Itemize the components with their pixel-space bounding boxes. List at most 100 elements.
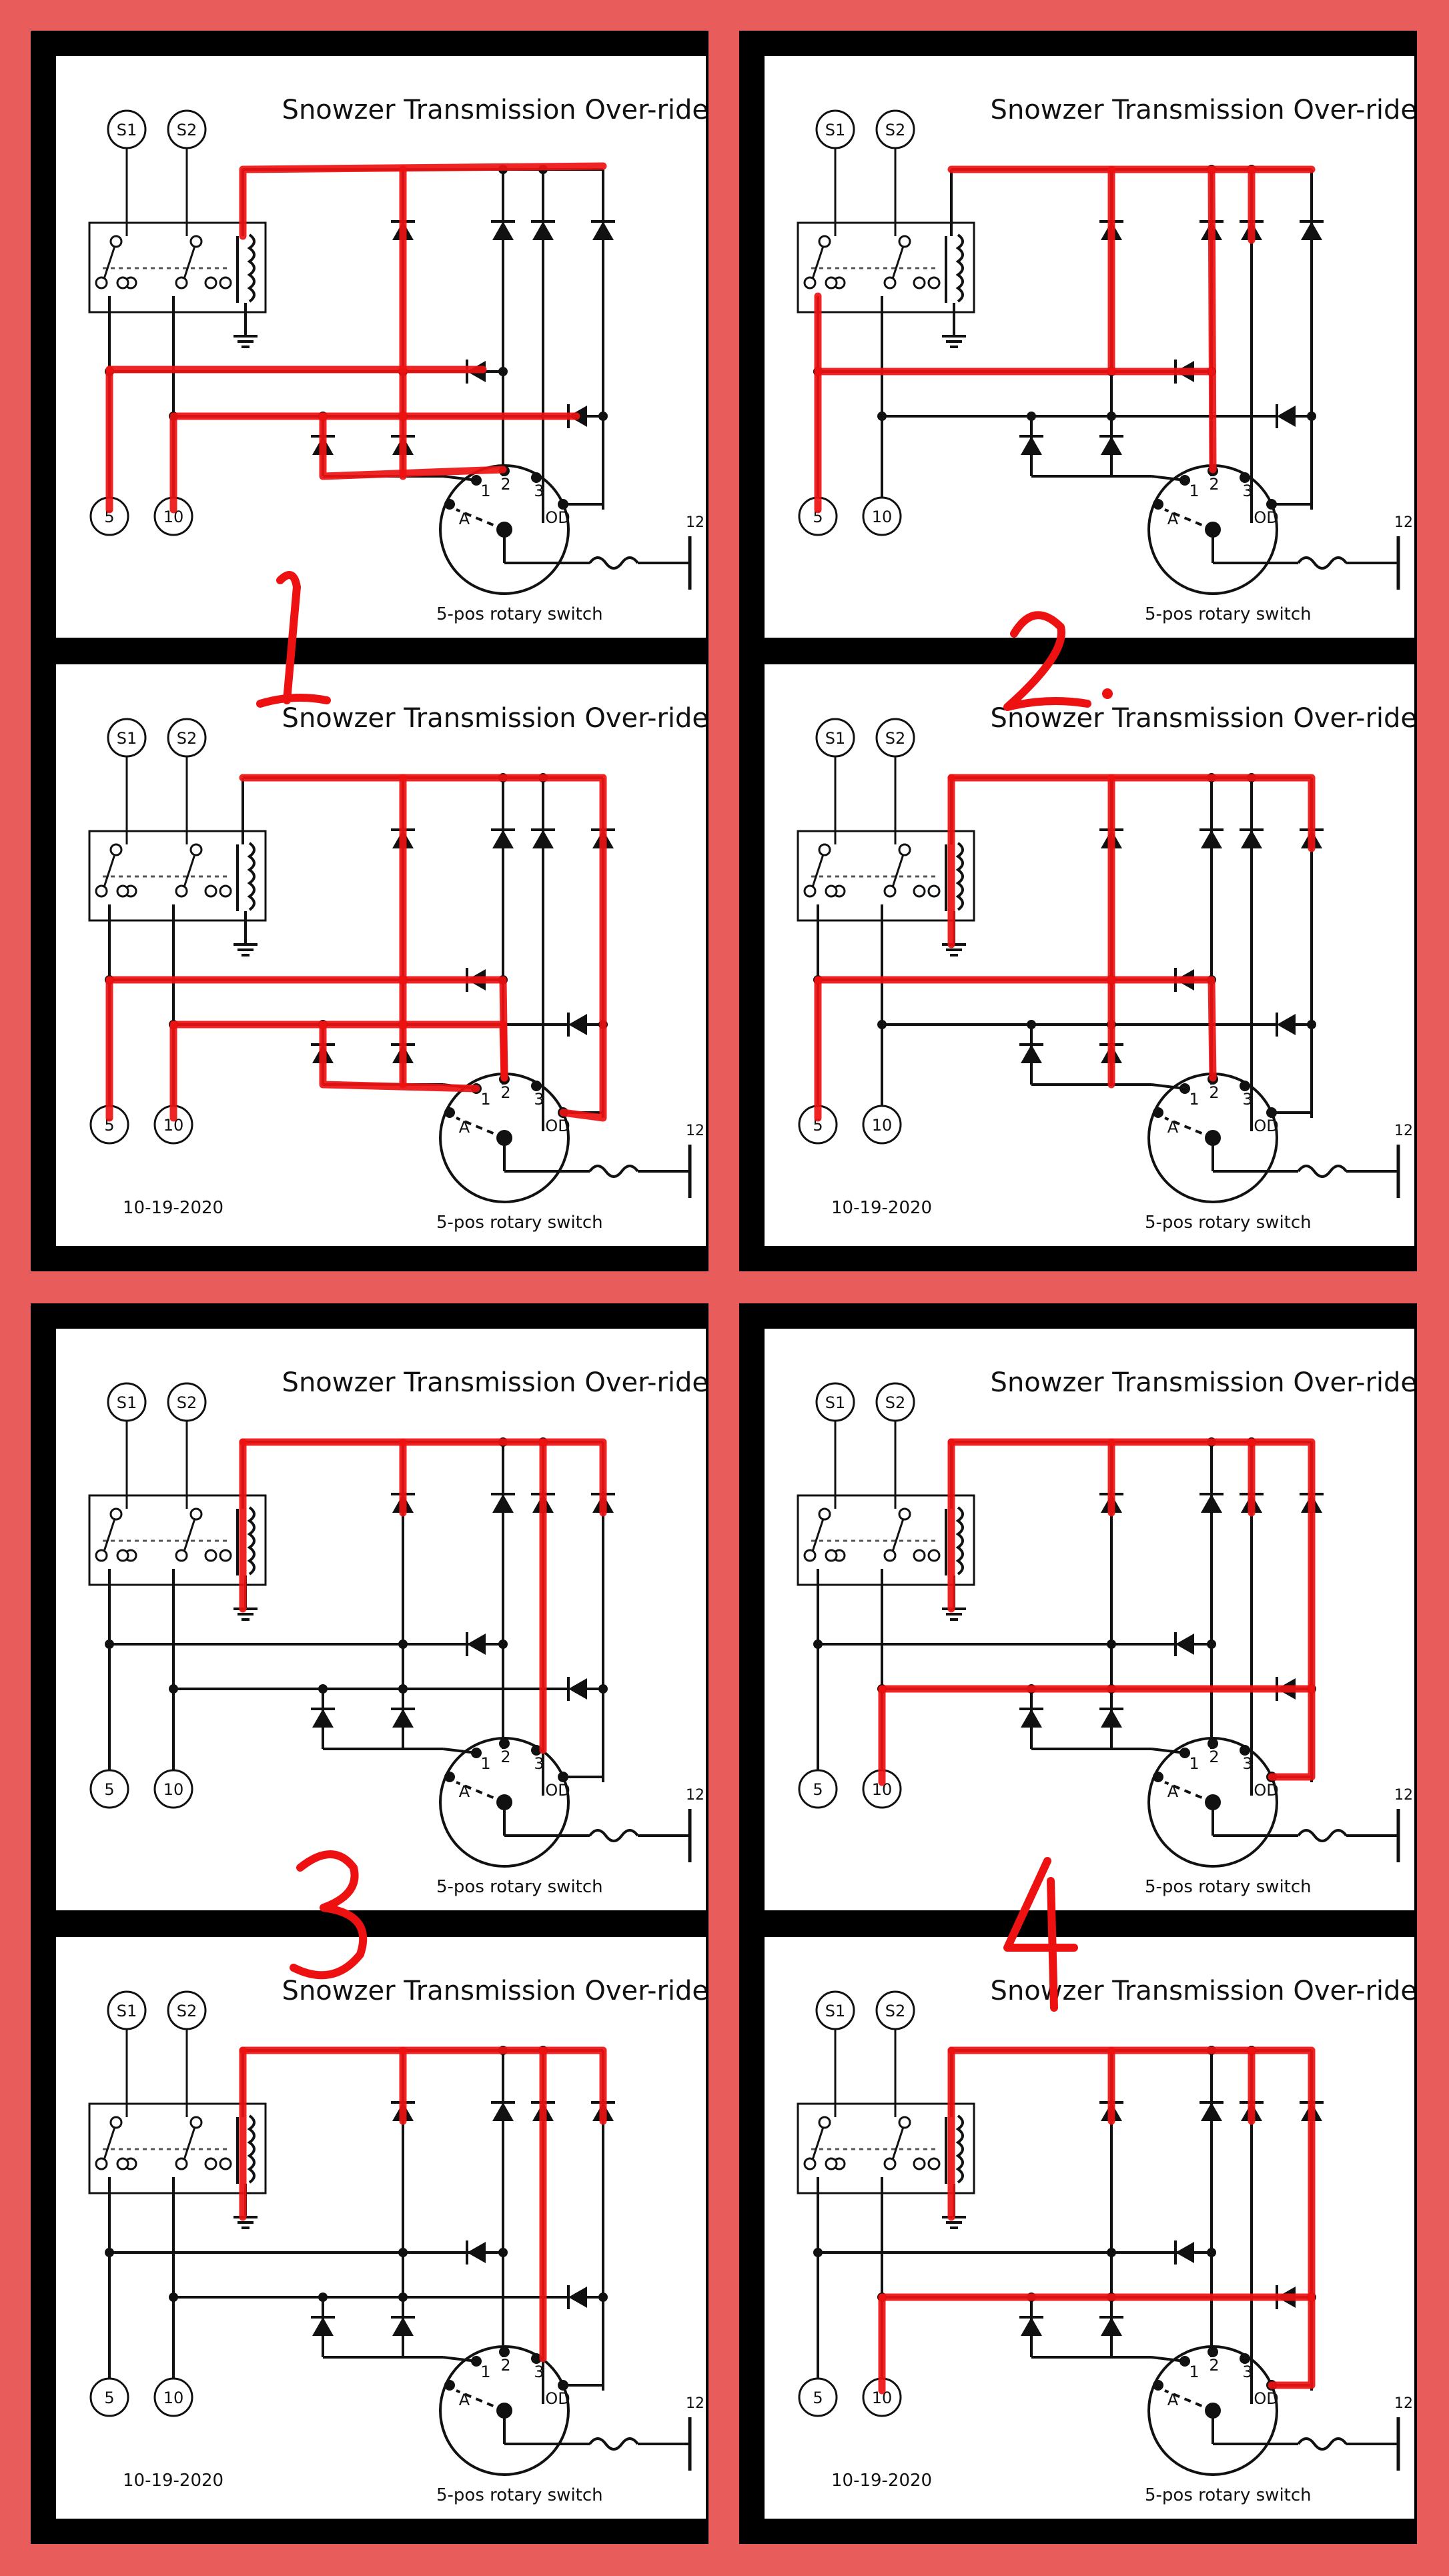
wire	[442, 2356, 477, 2363]
junction-dot	[1153, 1107, 1163, 1118]
diagram-label: S1	[117, 2002, 137, 2020]
junction-dot	[1307, 1020, 1316, 1029]
junction-dot	[498, 2248, 508, 2257]
diagram-label: 2	[1209, 1748, 1219, 1766]
diode	[1099, 435, 1123, 455]
relay-box	[797, 1494, 975, 1586]
highlighted-current-path	[105, 976, 177, 1122]
relay-switch-arm	[181, 1518, 196, 1556]
diagram-label: OD	[545, 508, 570, 527]
diode	[1276, 1013, 1296, 1037]
relay-box	[88, 830, 267, 922]
relay-contact	[204, 884, 217, 898]
switch-caption: 5-pos rotary switch	[1145, 2485, 1312, 2505]
junction-dot	[1107, 412, 1116, 421]
diagram-label: S1	[825, 2002, 846, 2020]
relay-coil	[247, 2114, 256, 2184]
relay-contact	[883, 2157, 897, 2170]
relay-contact	[818, 2116, 831, 2129]
relay-contact	[219, 1549, 232, 1562]
handwritten-label-text: 1	[240, 567, 241, 568]
junction-dot	[1153, 2380, 1163, 2391]
diagram-label: 10	[163, 2389, 184, 2407]
diode	[567, 1013, 587, 1037]
diode	[491, 1493, 515, 1513]
highlighted-current-path	[947, 774, 1316, 852]
terminal-5	[798, 2377, 838, 2417]
diagram-label: OD	[545, 1117, 570, 1135]
relay-contact	[116, 276, 129, 289]
relay-box	[797, 2102, 975, 2194]
diagram-label: 5	[104, 2389, 114, 2407]
diagram-label: 1	[480, 1090, 490, 1109]
diagram-label: 3	[534, 1090, 544, 1109]
switch-caption: 5-pos rotary switch	[436, 1213, 603, 1233]
diagram-title: Snowzer Transmission Over-ride	[990, 703, 1414, 734]
highlighted-current-path	[239, 162, 607, 240]
diode	[491, 2101, 515, 2121]
highlighted-current-path	[947, 2046, 1316, 2389]
terminal-10	[862, 496, 902, 536]
junction-dot	[398, 1640, 408, 1649]
relay-contact	[913, 1549, 926, 1562]
fuse	[1297, 556, 1348, 570]
fuse	[1297, 1165, 1348, 1178]
highlighted-current-path	[239, 2046, 607, 2125]
diode	[1276, 404, 1296, 428]
relay-contact	[109, 235, 123, 248]
relay-coil	[247, 1506, 256, 1575]
wire	[442, 475, 477, 482]
diagram-label: OD	[1254, 1117, 1278, 1135]
diode	[1099, 2316, 1123, 2336]
diagram-label: 2	[1209, 2356, 1219, 2375]
relay-switch-arm	[810, 1518, 825, 1556]
highlighted-current-path	[319, 1021, 480, 1093]
relay-contact	[95, 1549, 108, 1562]
relay-contact	[825, 2157, 838, 2170]
relay-contact	[189, 2116, 203, 2129]
relay-contact	[219, 276, 232, 289]
diagram-label: 12	[1394, 2395, 1413, 2412]
diagram-label: A	[459, 1782, 470, 1801]
junction-dot	[398, 2293, 408, 2302]
diagram-label: OD	[1254, 1781, 1278, 1800]
relay-contact	[927, 2157, 941, 2170]
relay-switch-arm	[101, 1518, 116, 1556]
relay-contact	[803, 2157, 817, 2170]
relay-contact	[927, 884, 941, 898]
diode	[1019, 1043, 1043, 1063]
diagram-label: 2	[1209, 1083, 1219, 1102]
diagram-label: S2	[177, 2002, 197, 2020]
relay-switch-arm	[181, 854, 196, 892]
diagram-label: A	[459, 2391, 470, 2409]
highlighted-current-path	[105, 976, 508, 1082]
relay-contact	[204, 2157, 217, 2170]
relay-contact	[175, 1549, 188, 1562]
junction-dot	[498, 1640, 508, 1649]
diagram-label: 12	[1394, 514, 1413, 531]
handwritten-label-text: 2.	[994, 600, 995, 601]
diagram-label: 10	[872, 1116, 893, 1135]
junction-dot	[1153, 1772, 1163, 1782]
junction-dot	[499, 1738, 510, 1749]
diagram-date: 10-19-2020	[831, 2471, 933, 2491]
rotary-wiper	[1164, 1117, 1214, 1139]
relay-contact	[219, 884, 232, 898]
diagram-label: 1	[1189, 482, 1199, 500]
diode	[311, 1708, 335, 1728]
diode	[567, 2285, 587, 2309]
relay-contact	[175, 2157, 188, 2170]
relay-contact	[116, 1549, 129, 1562]
switch-caption: 5-pos rotary switch	[1145, 1213, 1312, 1233]
diagram-label: A	[1167, 2391, 1179, 2409]
relay-contact	[825, 276, 838, 289]
terminal-10	[862, 1105, 902, 1145]
relay-switch-arm	[890, 1518, 905, 1556]
wire	[1151, 1748, 1185, 1754]
relay-contact	[913, 884, 926, 898]
